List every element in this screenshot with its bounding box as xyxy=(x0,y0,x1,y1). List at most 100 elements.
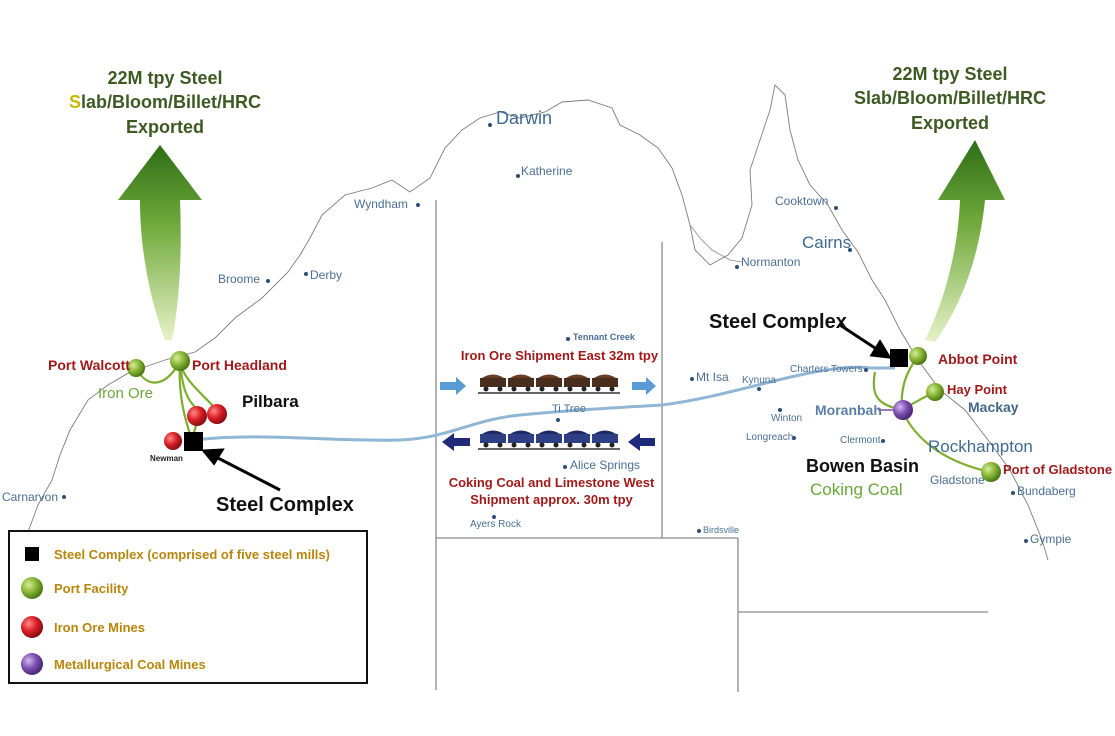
ti-tree-label: Ti Tree xyxy=(552,403,586,415)
west-export-line1: 22M tpy Steel xyxy=(107,68,223,88)
port-walcott-label: Port Walcott xyxy=(48,357,130,373)
cooktown-label: Cooktown xyxy=(775,194,829,208)
shipment-west-line2: Shipment approx. 30m tpy xyxy=(470,491,633,507)
bowen-basin-label: Bowen Basin xyxy=(806,456,920,476)
hay-point-label: Hay Point xyxy=(947,382,1007,397)
tennant-creek-label: Tennant Creek xyxy=(573,332,635,342)
map-legend: Steel Complex (comprised of five steel m… xyxy=(8,530,368,684)
port-of-gladstone-label: Port of Gladstone xyxy=(1003,462,1113,477)
cairns-dot xyxy=(848,248,852,252)
rail-line xyxy=(194,365,895,442)
mt-isa-dot xyxy=(690,377,694,381)
west-export-arrow xyxy=(118,145,202,340)
clermont-label: Clermont xyxy=(840,435,881,446)
katherine-dot xyxy=(516,174,520,178)
winton-dot xyxy=(778,408,782,412)
moranbah-coal-mine xyxy=(893,400,913,420)
pilbara-label: Pilbara xyxy=(242,392,299,411)
east-direction-arrows xyxy=(440,377,656,395)
west-export-line2-lead: S xyxy=(68,92,81,113)
shipment-west-line1: Coking Coal and Limestone West xyxy=(448,475,655,490)
east-export-line3: Exported xyxy=(910,112,989,133)
moranbah-label: Moranbah xyxy=(815,402,882,418)
port-headland-label: Port Headland xyxy=(192,357,287,373)
hay-point-sphere xyxy=(926,383,944,401)
clermont-dot xyxy=(881,439,885,443)
port-gladstone-sphere xyxy=(981,462,1001,482)
tennant-creek-dot xyxy=(566,337,570,341)
coastline xyxy=(24,84,1049,561)
west-direction-arrows xyxy=(442,433,655,451)
rockhampton-label: Rockhampton xyxy=(928,437,1033,456)
wyndham-label: Wyndham xyxy=(354,197,408,211)
derby-label: Derby xyxy=(310,268,343,282)
birdsville-dot xyxy=(697,529,701,533)
longreach-label: Longreach xyxy=(746,432,794,443)
legend-row-port-facility: Port Facility xyxy=(20,576,128,600)
purple-sphere-icon xyxy=(21,653,43,675)
cairns-label: Cairns xyxy=(802,233,852,252)
east-export-arrow xyxy=(925,140,1005,342)
ayers-rock-label: Ayers Rock xyxy=(470,519,521,530)
iron-ore-shipment-east-label: Iron Ore Shipment East 32m tpy xyxy=(460,348,659,363)
broome-dot xyxy=(266,279,270,283)
coking-coal-shipment-west-label: Coking Coal and Limestone West Shipment … xyxy=(444,475,659,509)
iron-ore-mine-1 xyxy=(187,406,207,426)
bundaberg-label: Bundaberg xyxy=(1017,484,1076,498)
katherine-label: Katherine xyxy=(521,164,573,178)
train-west-icon xyxy=(478,430,620,450)
port-walcott-sphere xyxy=(127,359,145,377)
darwin-dot xyxy=(488,123,492,127)
alice-springs-dot xyxy=(563,465,567,469)
kynuna-dot xyxy=(757,387,761,391)
legend-row-iron-ore-mines: Iron Ore Mines xyxy=(20,615,145,639)
west-export-label: 22M tpy Steel Slab/Bloom/Billet/HRC Expo… xyxy=(60,66,270,139)
train-east-icon xyxy=(478,374,620,394)
normanton-dot xyxy=(735,265,739,269)
gympie-dot xyxy=(1024,539,1028,543)
legend-label-steel-complex: Steel Complex (comprised of five steel m… xyxy=(54,546,330,562)
legend-label-iron-ore-mines: Iron Ore Mines xyxy=(54,619,146,635)
east-export-line1: 22M tpy Steel xyxy=(892,64,1008,84)
west-export-line3: Exported xyxy=(125,116,204,137)
normanton-label: Normanton xyxy=(741,255,801,269)
steel-complex-east-square xyxy=(890,349,908,367)
broome-label: Broome xyxy=(218,272,261,286)
east-export-line2: Slab/Bloom/Billet/HRC xyxy=(853,88,1046,109)
longreach-dot xyxy=(792,436,796,440)
derby-dot xyxy=(304,272,308,276)
green-sphere-icon xyxy=(21,577,43,599)
carnarvon-label: Carnarvon xyxy=(2,490,59,504)
legend-label-port-facility: Port Facility xyxy=(54,580,129,596)
coking-coal-label: Coking Coal xyxy=(810,480,903,499)
legend-label-metallurgical-coal: Metallurgical Coal Mines xyxy=(54,656,206,672)
birdsville-label: Birdsville xyxy=(703,525,740,535)
abbot-point-label: Abbot Point xyxy=(938,351,1018,367)
winton-label: Winton xyxy=(771,413,803,424)
gympie-label: Gympie xyxy=(1030,532,1072,546)
steel-complex-pointers xyxy=(200,323,892,492)
iron-ore-mine-3 xyxy=(164,432,182,450)
charters-towers-label: Charters Towers xyxy=(790,364,863,375)
bundaberg-dot xyxy=(1011,491,1015,495)
kynuna-label: Kynuna xyxy=(742,375,776,386)
cooktown-dot xyxy=(834,206,838,210)
mackay-label: Mackay xyxy=(968,399,1019,415)
black-square-icon xyxy=(25,547,39,561)
mt-isa-label: Mt Isa xyxy=(696,370,729,384)
red-sphere-icon xyxy=(21,616,43,638)
steel-complex-east-label: Steel Complex xyxy=(709,311,847,333)
newman-label: Newman xyxy=(150,454,183,463)
state-borders xyxy=(435,200,988,692)
west-export-line2-rest: lab/Bloom/Billet/HRC xyxy=(81,92,262,113)
alice-springs-label: Alice Springs xyxy=(570,458,641,472)
wyndham-dot xyxy=(416,203,420,207)
iron-ore-label: Iron Ore xyxy=(98,385,154,402)
ayers-rock-dot xyxy=(492,515,496,519)
legend-row-steel-complex: Steel Complex (comprised of five steel m… xyxy=(20,542,330,566)
carnarvon-dot xyxy=(62,495,66,499)
darwin-label: Darwin xyxy=(496,108,553,128)
west-export-line2: Slab/Bloom/Billet/HRC xyxy=(60,90,270,114)
